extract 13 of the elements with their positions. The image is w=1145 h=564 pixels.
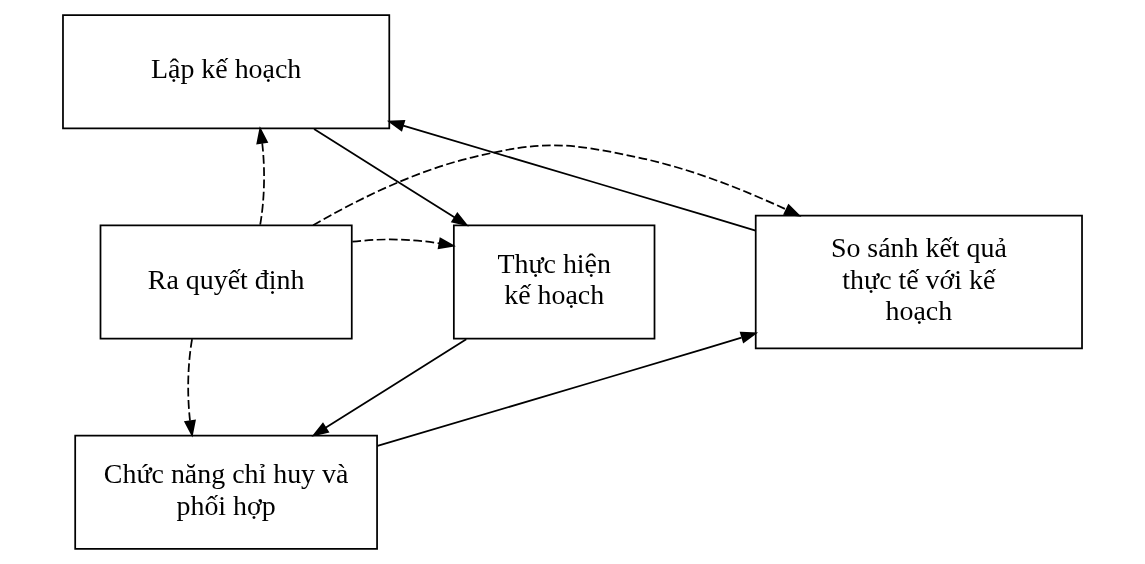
arrow bbox=[313, 128, 469, 227]
arrow bbox=[386, 119, 757, 232]
node-box: So sánh kết quả thực tế với kế hoạch bbox=[754, 214, 1083, 350]
node-box: Chức năng chỉ huy và phối hợp bbox=[74, 434, 378, 550]
arrow bbox=[183, 338, 196, 438]
arrow bbox=[312, 144, 802, 227]
arrow bbox=[351, 237, 456, 250]
arrow bbox=[376, 331, 759, 447]
arrow bbox=[311, 338, 468, 437]
arrow bbox=[256, 126, 269, 226]
node-box: Lập kế hoạch bbox=[62, 14, 391, 130]
node-box: Ra quyết định bbox=[99, 224, 353, 340]
node-box: Thực hiện kế hoạch bbox=[452, 224, 656, 340]
